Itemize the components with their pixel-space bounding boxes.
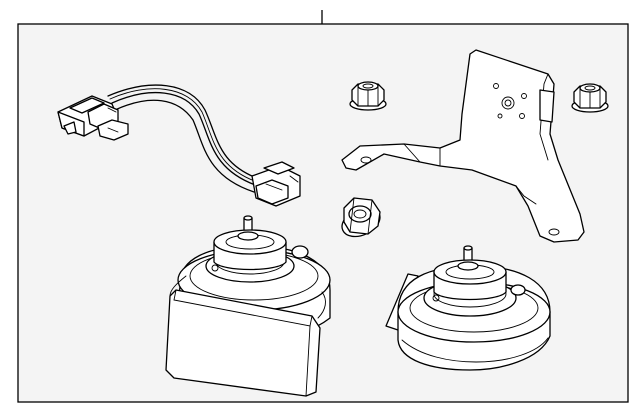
flange-nut-lower[interactable] bbox=[337, 197, 384, 242]
horn-right[interactable] bbox=[385, 245, 551, 371]
wiring-harness[interactable] bbox=[57, 84, 301, 207]
mounting-bracket[interactable] bbox=[341, 49, 585, 243]
harness-connector-right-icon bbox=[251, 161, 301, 207]
horn-left[interactable] bbox=[165, 215, 331, 397]
harness-connector-left-icon bbox=[57, 95, 129, 141]
flange-nut-right[interactable] bbox=[571, 83, 609, 113]
flange-nut-left[interactable] bbox=[349, 81, 387, 111]
